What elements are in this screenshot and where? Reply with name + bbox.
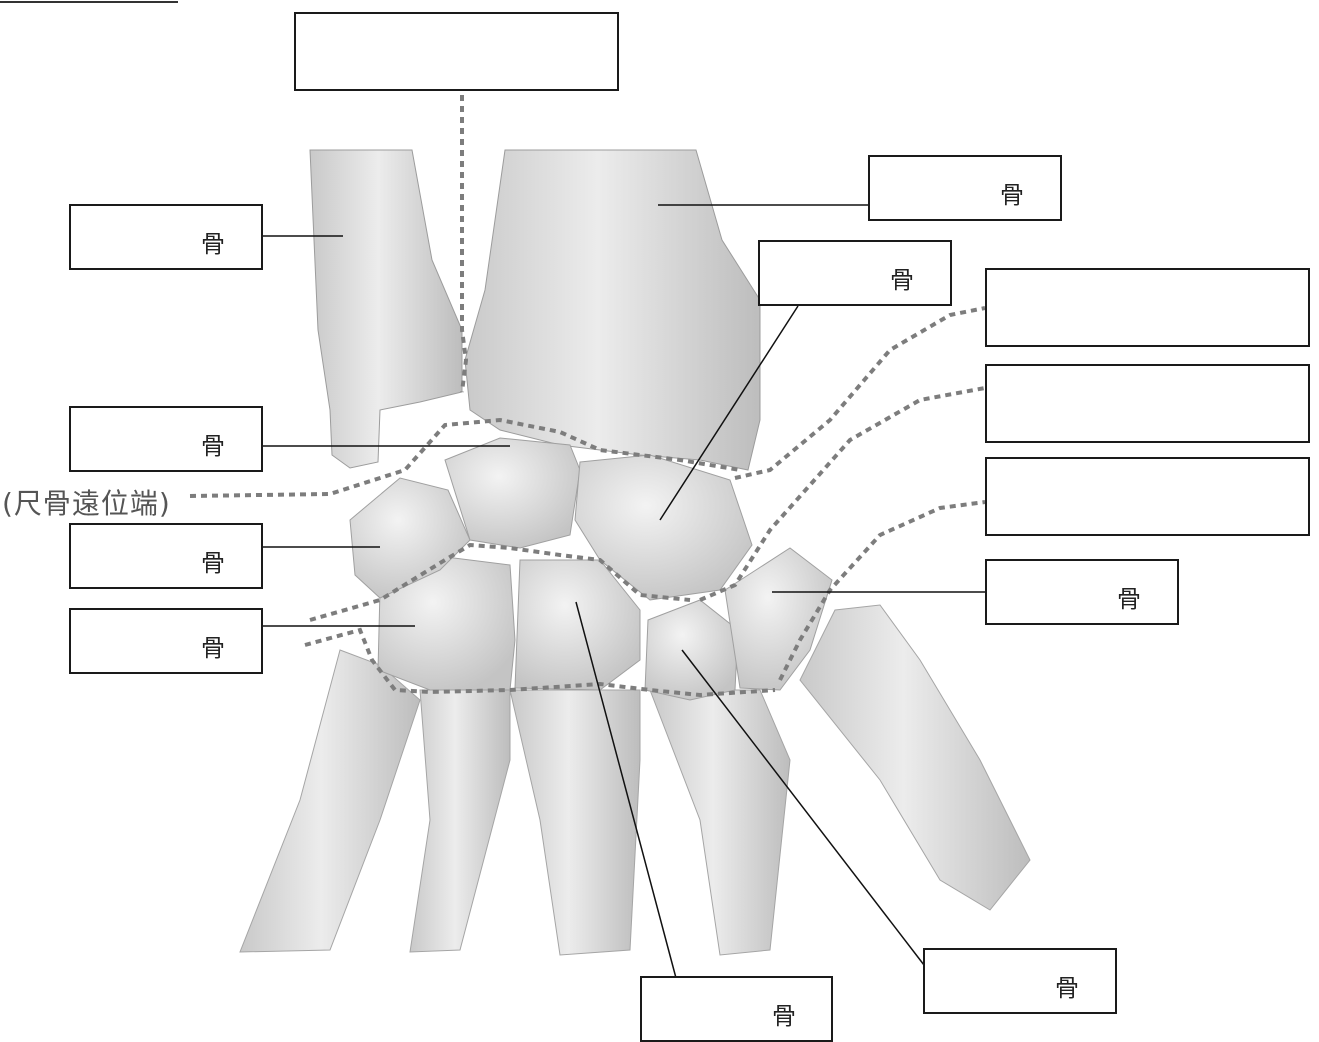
label-box-scaphoid[interactable]: 骨	[758, 240, 952, 306]
label-box-joint-2[interactable]	[985, 364, 1310, 443]
metacarpal-1	[800, 605, 1030, 910]
ulna-shaft	[310, 150, 462, 468]
label-box-pisiform[interactable]: 骨	[69, 523, 263, 589]
metacarpal-2	[650, 690, 790, 955]
metacarpal-5	[240, 650, 420, 952]
metacarpal-3	[510, 690, 640, 955]
bone-suffix: 骨	[1117, 579, 1141, 614]
bone-suffix: 骨	[201, 224, 225, 259]
label-box-trapezium[interactable]: 骨	[985, 559, 1179, 625]
label-box-trapezoid[interactable]: 骨	[923, 948, 1117, 1014]
bone-suffix: 骨	[201, 426, 225, 461]
label-box-hamate[interactable]: 骨	[69, 608, 263, 674]
bone-suffix: 骨	[1000, 175, 1024, 210]
label-box-top[interactable]	[294, 12, 619, 91]
bone-suffix: 骨	[1055, 968, 1079, 1003]
bone-suffix: 骨	[890, 260, 914, 295]
bone-suffix: 骨	[201, 628, 225, 663]
ulna-distal-end-label: (尺骨遠位端)	[2, 482, 171, 522]
label-box-triquetrum[interactable]: 骨	[69, 406, 263, 472]
bone-suffix: 骨	[201, 543, 225, 578]
label-box-radius[interactable]: 骨	[868, 155, 1062, 221]
carpal-trapezoid	[645, 600, 738, 700]
label-box-joint-1[interactable]	[985, 268, 1310, 347]
carpal-capitate	[515, 560, 640, 690]
label-box-ulna[interactable]: 骨	[69, 204, 263, 270]
metacarpal-4	[410, 690, 510, 952]
label-box-joint-3[interactable]	[985, 457, 1310, 536]
label-box-capitate[interactable]: 骨	[640, 976, 833, 1042]
bone-suffix: 骨	[772, 996, 796, 1031]
